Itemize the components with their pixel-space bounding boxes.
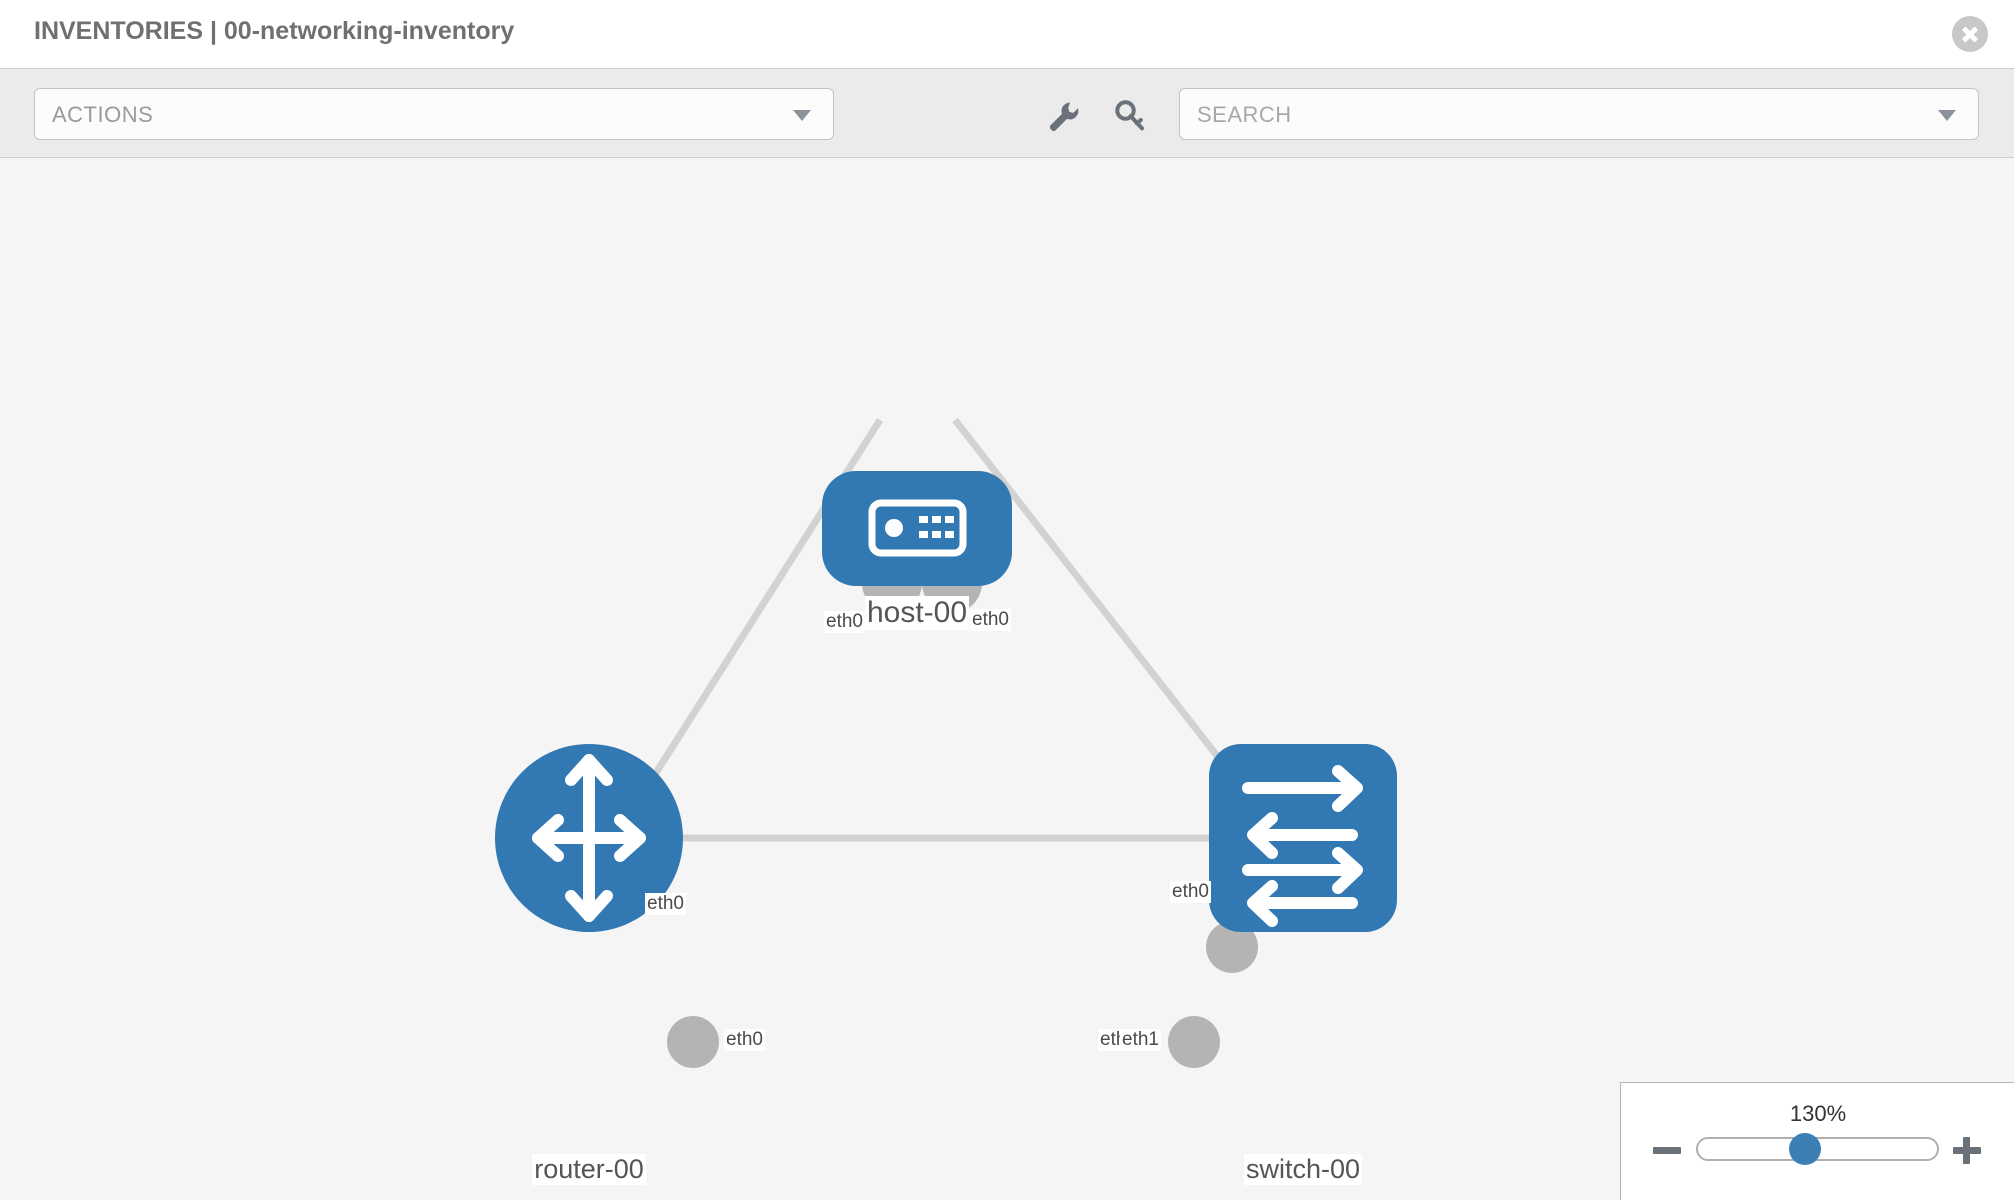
node-label-host-00: host-00 xyxy=(864,596,970,630)
toolbar: ACTIONS SEARCH xyxy=(0,68,2014,158)
node-host-00 xyxy=(822,471,1012,586)
topology-graph xyxy=(495,417,1397,1068)
node-switch-00 xyxy=(1209,744,1397,932)
router-arrows-icon xyxy=(532,754,646,922)
edge-label-host-left: eth0 xyxy=(824,611,865,633)
page-title: INVENTORIES | 00-networking-inventory xyxy=(34,17,515,45)
page-header: INVENTORIES | 00-networking-inventory xyxy=(0,0,2014,68)
edge-label-router-up: eth0 xyxy=(645,893,686,915)
search-placeholder: SEARCH xyxy=(1197,102,1292,127)
zoom-control-panel: 130% xyxy=(1620,1082,2014,1200)
minus-icon[interactable] xyxy=(1653,1136,1681,1164)
link-host-switch xyxy=(952,417,1253,801)
search-input[interactable]: SEARCH xyxy=(1179,88,1979,140)
actions-dropdown[interactable]: ACTIONS xyxy=(34,88,834,140)
edge-label-host-right: eth0 xyxy=(970,609,1011,631)
node-label-router-00: router-00 xyxy=(532,1154,646,1185)
wrench-icon[interactable] xyxy=(1046,99,1080,133)
connector-router-right xyxy=(667,1016,719,1068)
chevron-down-icon xyxy=(793,110,811,121)
topology-canvas[interactable]: host-00 router-00 switch-00 eth0 eth0 et… xyxy=(0,158,2014,1200)
zoom-level-value: 130% xyxy=(1789,1101,1847,1126)
switch-arrows-icon xyxy=(1242,765,1363,927)
server-icon xyxy=(868,499,967,557)
connector-switch-left xyxy=(1168,1016,1220,1068)
edge-label-router-right: eth0 xyxy=(724,1029,765,1051)
key-icon[interactable] xyxy=(1113,99,1147,133)
close-icon[interactable] xyxy=(1952,16,1988,52)
topology-connectors xyxy=(667,553,1258,1068)
plus-icon[interactable] xyxy=(1953,1136,1981,1164)
actions-dropdown-label: ACTIONS xyxy=(52,102,154,127)
edge-label-switch-left: eth1 xyxy=(1120,1029,1161,1051)
edge-label-switch-up: eth0 xyxy=(1170,881,1211,903)
node-label-switch-00: switch-00 xyxy=(1243,1154,1363,1185)
node-router-00 xyxy=(495,744,683,932)
zoom-slider-thumb[interactable] xyxy=(1789,1133,1821,1165)
connector-switch-top xyxy=(1206,921,1258,973)
chevron-down-icon[interactable] xyxy=(1938,110,1956,121)
